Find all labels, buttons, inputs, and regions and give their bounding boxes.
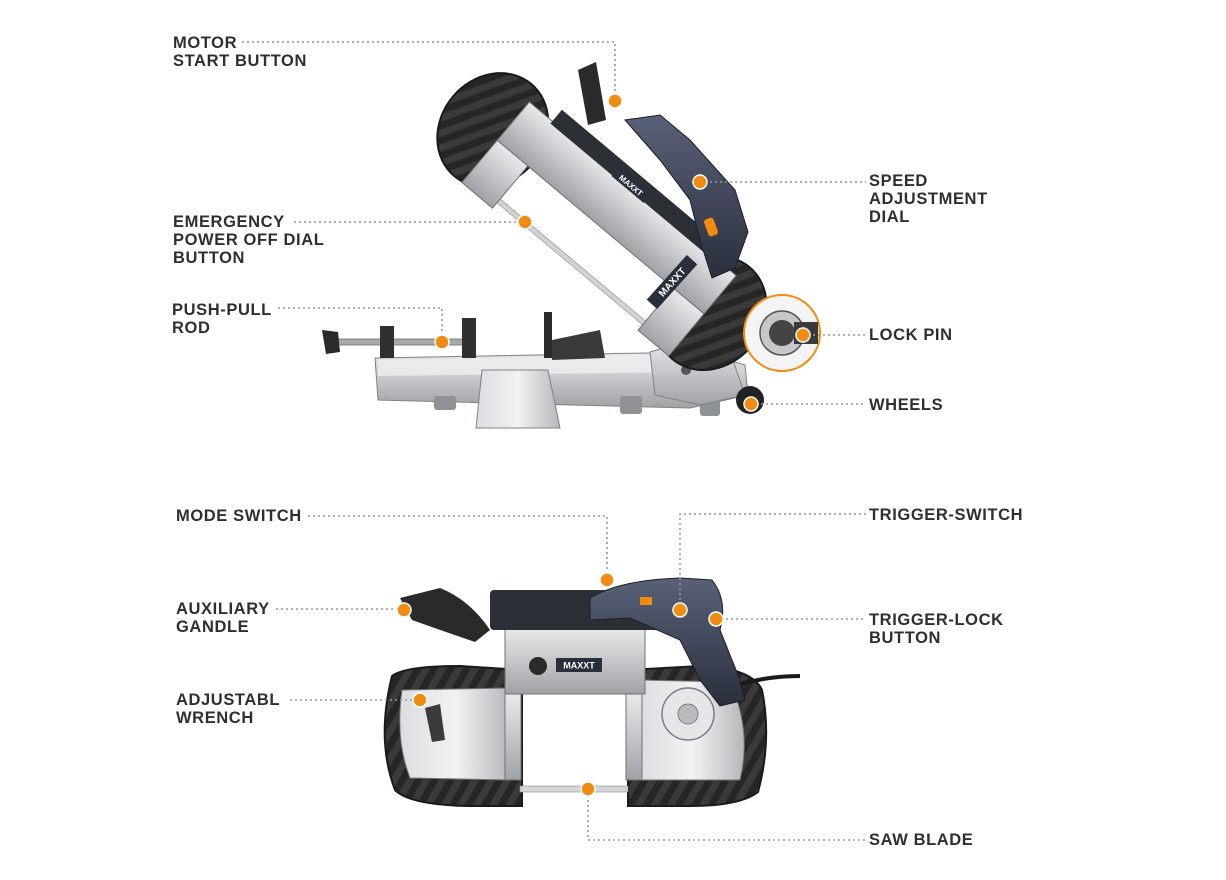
dot-lock-pin	[795, 327, 811, 343]
top-bandsaw-side-view: MAXXT MAXXT	[322, 62, 821, 429]
label-auxiliary-handle: AUXILIARY GANDLE	[176, 600, 270, 636]
bottom-bandsaw-front-view: MAXXT	[383, 577, 801, 807]
housing-knob	[529, 657, 547, 675]
push-pull-rod	[322, 318, 476, 358]
auxiliary-handle	[400, 588, 490, 642]
trigger-orange	[704, 217, 718, 237]
rear-handle	[624, 114, 749, 279]
dot-auxiliary	[396, 602, 412, 618]
label-mode-switch: MODE SWITCH	[176, 507, 302, 525]
label-emergency-power-off: EMERGENCY POWER OFF DIAL BUTTON	[173, 213, 325, 267]
svg-text:MAXXT: MAXXT	[563, 661, 595, 671]
power-cord	[739, 674, 801, 686]
label-lock-pin: LOCK PIN	[869, 326, 953, 344]
dot-wheels	[743, 396, 759, 412]
label-trigger-switch: TRIGGER-SWITCH	[869, 506, 1024, 524]
dot-push-pull	[434, 334, 450, 350]
label-saw-blade: SAW BLADE	[869, 831, 974, 849]
label-wheels: WHEELS	[869, 396, 944, 414]
callout-dots	[396, 93, 811, 797]
dot-trigger-lock	[708, 611, 724, 627]
dot-motor-start	[607, 93, 623, 109]
adjustable-wrench	[425, 704, 445, 742]
dot-speed	[692, 174, 708, 190]
dot-emergency	[517, 214, 533, 230]
dot-mode-switch	[599, 572, 615, 588]
label-trigger-lock-button: TRIGGER-LOCK BUTTON	[869, 611, 1004, 647]
dot-saw-blade	[580, 781, 596, 797]
main-handle	[589, 577, 746, 707]
label-motor-start-button: MOTOR START BUTTON	[173, 34, 307, 70]
vise-jaw	[544, 312, 552, 358]
front-handle-arm	[578, 62, 606, 125]
vise-fence	[552, 330, 605, 360]
dot-wrench	[412, 692, 428, 708]
label-adjustable-wrench: ADJUSTABL WRENCH	[176, 691, 281, 727]
label-push-pull-rod: PUSH-PULL ROD	[172, 301, 272, 337]
label-speed-adjustment-dial: SPEED ADJUSTMENT DIAL	[869, 172, 988, 226]
dot-trigger-switch	[672, 602, 688, 618]
brand-logo-front	[556, 658, 602, 672]
saw-blade	[519, 785, 629, 793]
leader-lines	[242, 41, 866, 841]
